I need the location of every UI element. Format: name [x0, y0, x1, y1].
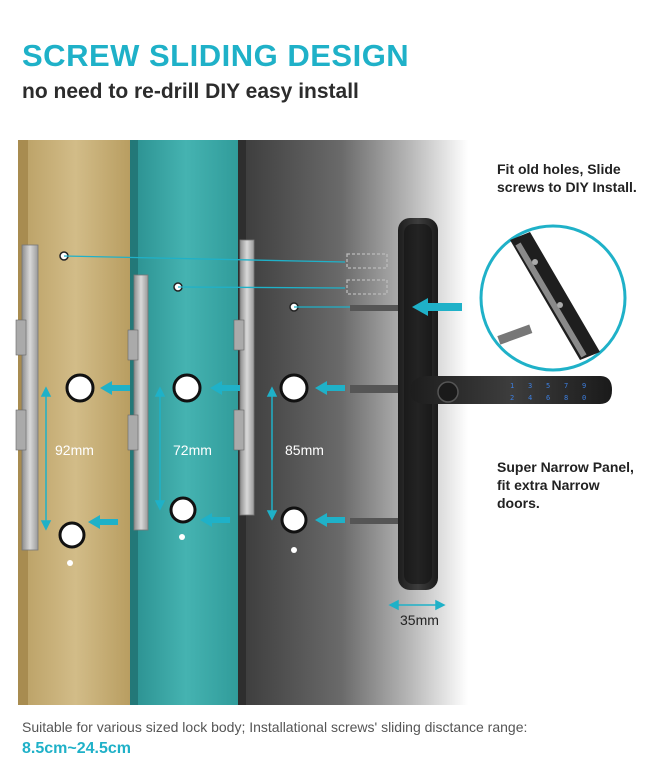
zoom-detail-circle	[479, 224, 627, 372]
mortise-plate-2	[127, 274, 149, 531]
footer-note: Suitable for various sized lock body; In…	[22, 719, 528, 735]
panel-width-marker	[388, 599, 446, 611]
callout-fit-old-holes: Fit old holes, Slide screws to DIY Insta…	[497, 161, 637, 195]
spindles	[350, 305, 400, 524]
svg-text:1: 1	[510, 382, 514, 390]
page-subtitle: no need to re-drill DIY easy install	[22, 80, 359, 103]
callout-narrow-panel: Super Narrow Panel, fit extra Narrow doo…	[497, 459, 634, 511]
svg-text:5: 5	[546, 382, 550, 390]
svg-text:9: 9	[582, 382, 586, 390]
door1-holes	[58, 251, 95, 566]
measurement-door2: 72mm	[173, 442, 212, 458]
door2-holes	[169, 282, 202, 540]
mortise-plate-3	[233, 239, 255, 516]
page-title: SCREW SLIDING DESIGN	[22, 38, 410, 73]
measurement-brackets	[40, 386, 278, 531]
measurement-door3: 85mm	[285, 442, 324, 458]
keypad-digits: 1 3 5 7 9 2 4 6 8 0	[510, 382, 586, 402]
svg-text:2: 2	[510, 394, 514, 402]
svg-text:6: 6	[546, 394, 550, 402]
svg-text:0: 0	[582, 394, 586, 402]
svg-text:8: 8	[564, 394, 568, 402]
measurement-panel-width: 35mm	[400, 612, 439, 628]
lock-pointer-arrow	[412, 298, 462, 316]
sliding-range: 8.5cm~24.5cm	[22, 740, 131, 757]
measurement-door1: 92mm	[55, 442, 94, 458]
svg-text:7: 7	[564, 382, 568, 390]
svg-text:3: 3	[528, 382, 532, 390]
zoom-pointer-arrow	[440, 303, 462, 311]
lock-installation-illustration: 1 3 5 7 9 2 4 6 8 0	[15, 140, 627, 705]
mortise-plate-1	[15, 244, 39, 551]
svg-text:4: 4	[528, 394, 532, 402]
hole-arrows	[88, 381, 345, 529]
lock-handle-lever	[410, 376, 612, 404]
